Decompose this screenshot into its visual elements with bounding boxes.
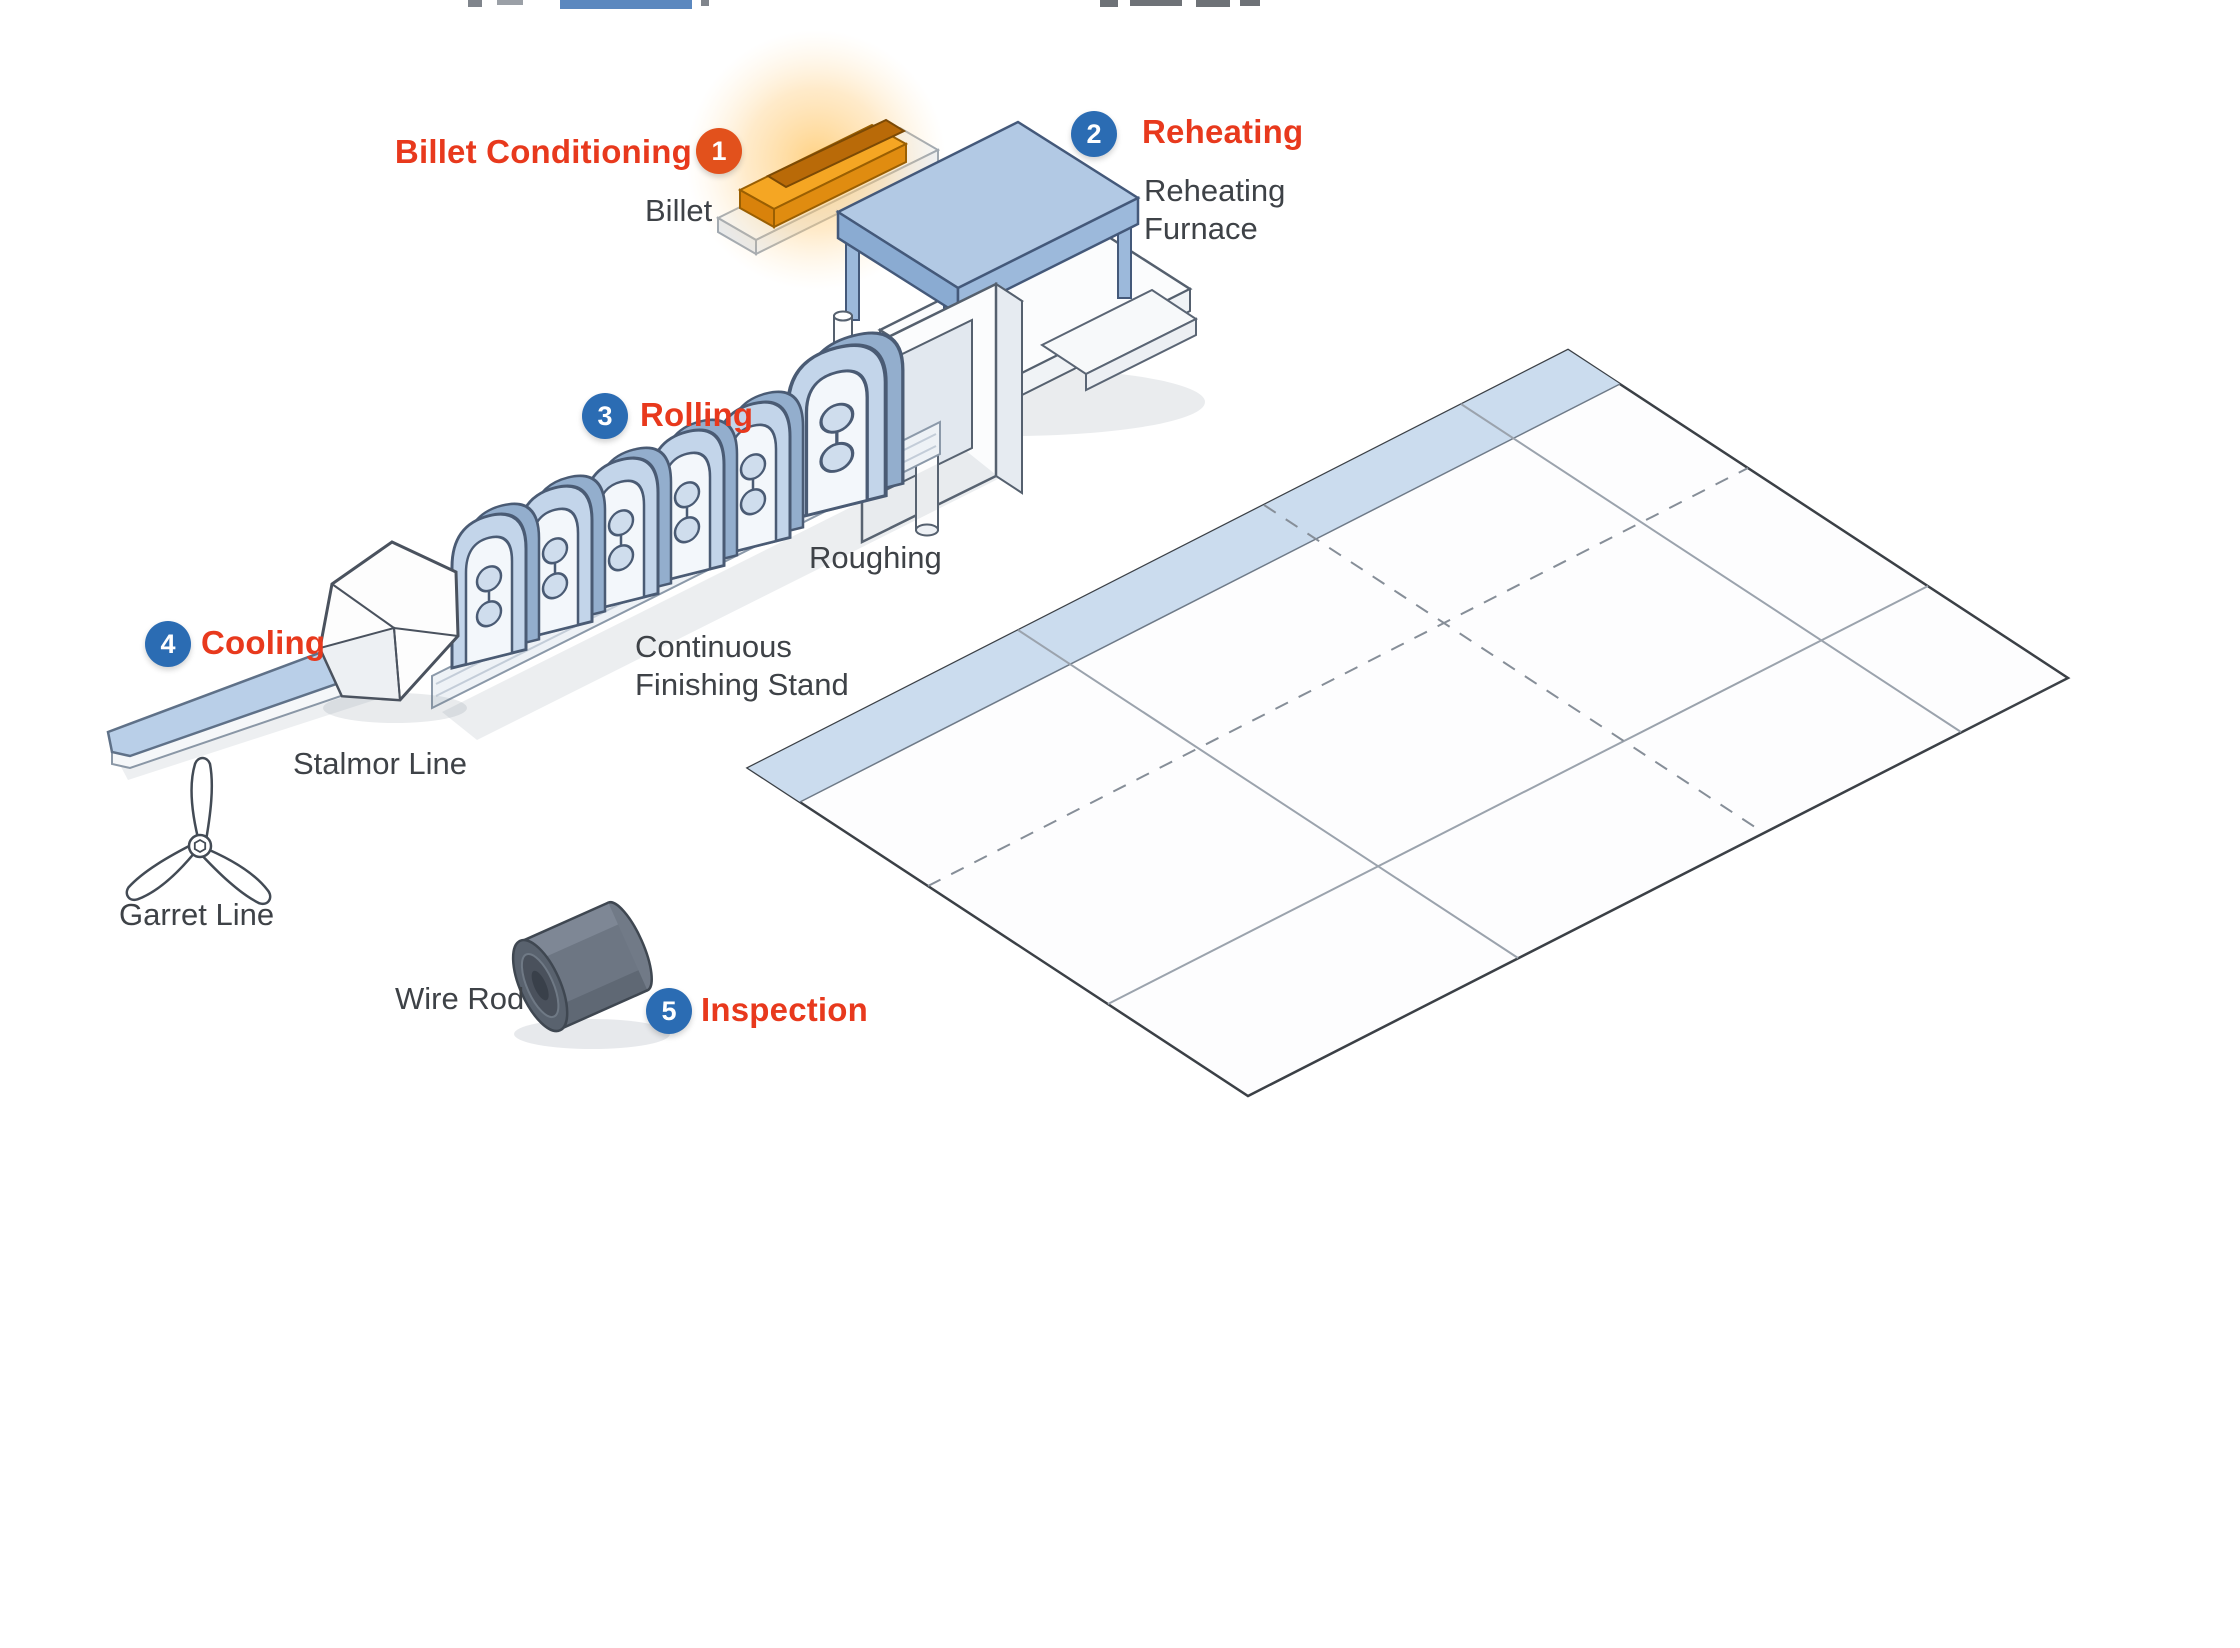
laying-head-illustration <box>318 540 467 723</box>
step-badge-2: 2 <box>1071 111 1117 157</box>
step-label-reheating: Reheating <box>1142 113 1304 150</box>
annotation-stalmor-line: Stalmor Line <box>293 746 468 781</box>
billet-illustration <box>737 118 909 229</box>
wire-rod-coil-illustration <box>511 900 670 1049</box>
stelmor-conveyor-illustration <box>106 632 390 780</box>
annotation-roughing: Roughing <box>809 540 942 575</box>
step-badge-3: 3 <box>582 393 628 439</box>
cropped-edge-artifacts <box>468 0 1260 9</box>
cooling-bed-grid <box>745 348 2071 1098</box>
step-badge-1: 1 <box>696 128 742 174</box>
annotation-wire-rod: Wire Rod <box>395 981 525 1016</box>
annotation-reheating-furnace: Reheating Furnace <box>1144 173 1286 246</box>
step-badge-5: 5 <box>646 988 692 1034</box>
step-label-cooling: Cooling <box>201 624 326 661</box>
step-label-rolling: Rolling <box>640 396 754 433</box>
annotation-continuous-finishing-stand: Continuous Finishing Stand <box>635 629 849 702</box>
step-label-inspection: Inspection <box>701 991 869 1028</box>
garret-line-fan-illustration <box>121 756 277 910</box>
annotation-billet: Billet <box>645 193 713 228</box>
reheating-furnace-illustration <box>686 30 1205 545</box>
step-label-billet-conditioning: Billet Conditioning <box>394 133 692 170</box>
step-badge-4: 4 <box>145 621 191 667</box>
annotation-garret-line: Garret Line <box>119 897 275 932</box>
rolling-mill-illustration <box>431 321 1000 740</box>
roughing-stand-illustration <box>786 321 905 522</box>
